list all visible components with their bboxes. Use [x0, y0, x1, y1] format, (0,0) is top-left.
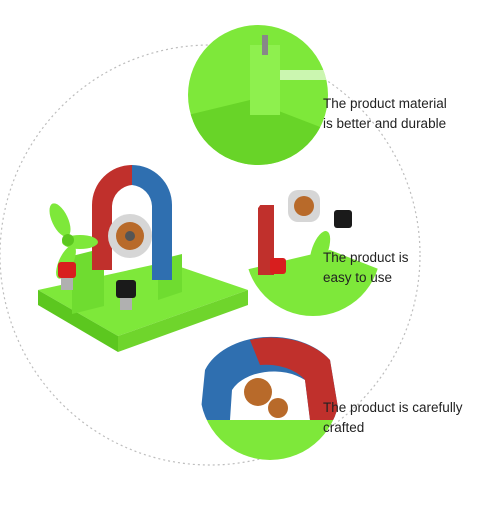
- feature-text-material: The product material is better and durab…: [323, 94, 493, 134]
- feature-line: The product is carefully: [323, 400, 463, 415]
- feature-line: The product is: [323, 250, 409, 265]
- detail-circle-2: [245, 180, 381, 316]
- feature-line: The product material: [323, 96, 447, 111]
- feature-text-crafted: The product is carefully crafted: [323, 398, 493, 438]
- red-terminal: [58, 262, 76, 290]
- feature-text-easy-use: The product is easy to use: [323, 248, 493, 288]
- black-terminal: [116, 280, 136, 310]
- detail-circle-3: [200, 320, 340, 460]
- magnet-red-pole: [92, 165, 132, 270]
- magnet-blue-pole: [132, 165, 172, 280]
- feature-line: easy to use: [323, 270, 393, 285]
- dotted-outline-circle: [0, 44, 421, 466]
- detail-circle-1: [188, 25, 328, 165]
- feature-line: is better and durable: [323, 116, 447, 131]
- main-motor-model: [38, 165, 248, 352]
- feature-line: crafted: [323, 420, 365, 435]
